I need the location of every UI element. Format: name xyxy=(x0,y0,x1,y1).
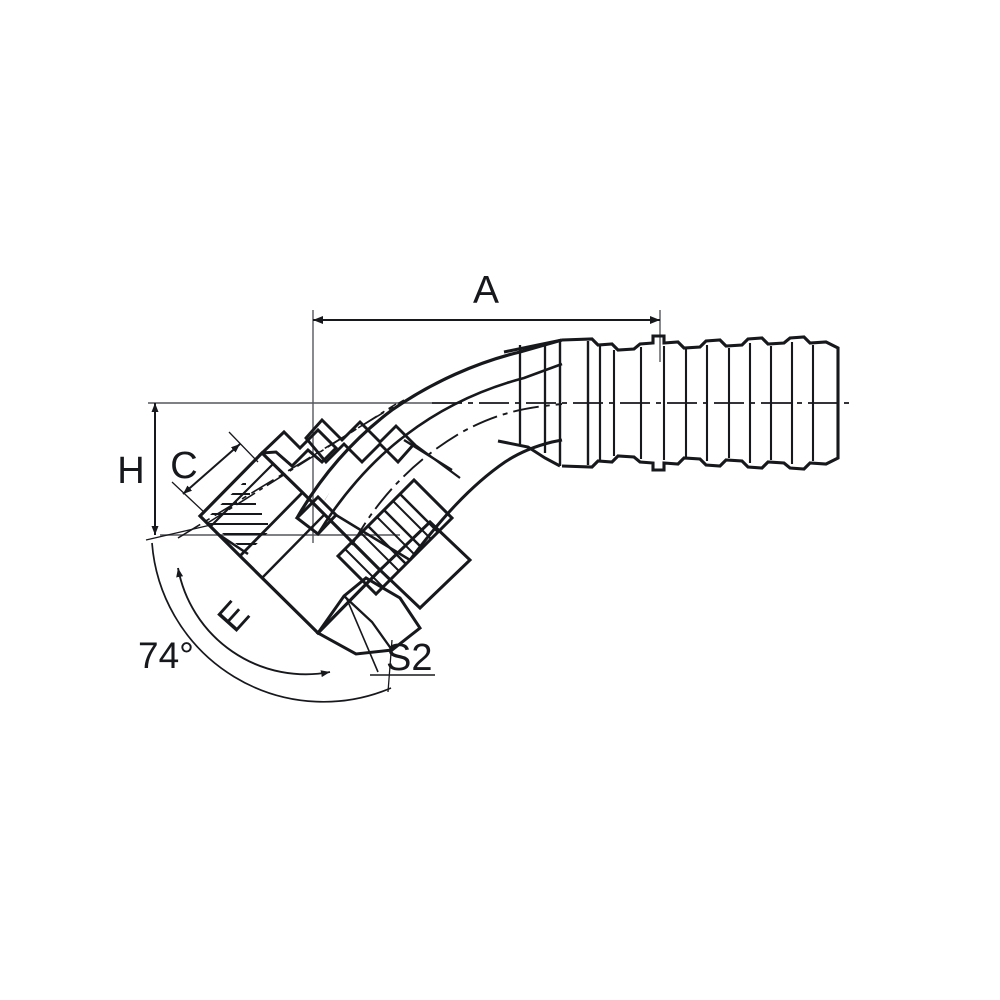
bend-outer-wall xyxy=(295,338,563,519)
nut-hex-edge-1 xyxy=(239,492,303,557)
nut-hex-edge-2 xyxy=(261,514,325,579)
nut-nose-edge xyxy=(343,595,393,651)
hose-barb-assembly xyxy=(558,334,840,472)
barb-upper-profile xyxy=(561,334,840,403)
dimension-s2: S2 xyxy=(345,596,435,679)
barb-teeth-lower xyxy=(612,403,815,464)
dimension-e-arc xyxy=(176,567,331,678)
dimension-c-witness-right xyxy=(228,431,259,463)
nut-end-flange xyxy=(199,515,249,556)
nut-hex-edge-3 xyxy=(209,463,274,528)
stem-bottom-wall xyxy=(497,439,561,468)
nut-link-edge xyxy=(413,479,453,519)
nut-nose-chamfer xyxy=(315,576,423,656)
dimension-c-witness-left xyxy=(171,481,206,514)
dimension-c-label: C xyxy=(170,445,197,487)
dimension-h-label: H xyxy=(117,450,144,492)
bend-root-to-inner-wall xyxy=(335,513,411,562)
dimension-h: H xyxy=(117,403,159,535)
dimension-c: C xyxy=(170,431,259,514)
dimension-s2-label: S2 xyxy=(386,637,432,679)
s2-leader-line xyxy=(345,596,379,673)
dimension-a-label: A xyxy=(473,269,499,312)
dimension-e-label: E xyxy=(210,593,258,640)
dimension-a: A xyxy=(313,269,660,324)
barb-teeth-upper xyxy=(612,342,815,403)
dimension-c-line xyxy=(182,443,241,495)
bend-angle-leader-top xyxy=(145,523,216,541)
nut-to-bend-link xyxy=(377,519,473,611)
barb-lower-profile xyxy=(561,403,840,472)
bend-wall-inner-face xyxy=(316,362,563,535)
nut-bore-centerline xyxy=(205,403,397,525)
bend-bore-centerline xyxy=(351,403,563,546)
swivel-collar-band xyxy=(335,477,455,597)
stem-collar xyxy=(497,338,563,468)
reference-lines xyxy=(148,310,661,543)
bend-root-upper-tie-2 xyxy=(413,443,461,479)
bend-inner-wall xyxy=(408,438,563,561)
elbow-bend xyxy=(295,338,563,561)
bend-root-junction xyxy=(294,438,461,562)
swivel-nut-assembly xyxy=(197,403,473,656)
dimension-bend-angle: 74° xyxy=(138,523,393,703)
swivel-collar-rib-detail xyxy=(344,500,432,588)
bend-angle-label: 74° xyxy=(138,635,194,676)
